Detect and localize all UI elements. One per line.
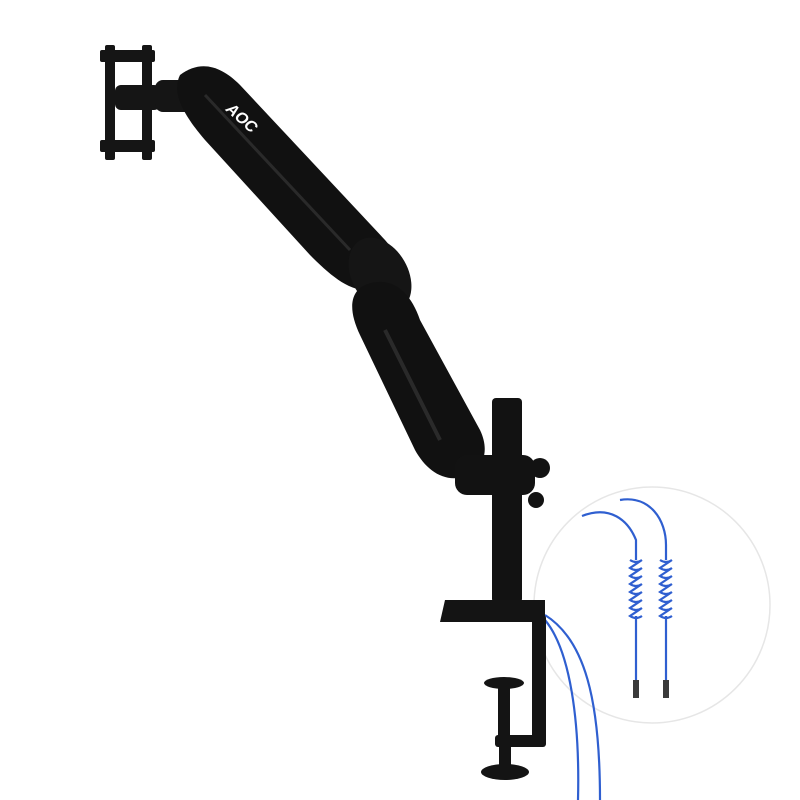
usb-cable-inset — [533, 486, 771, 724]
mounting-pole-icon — [455, 398, 550, 603]
inset-circle — [533, 486, 771, 724]
cables-down-icon — [544, 614, 602, 800]
vesa-mount-icon — [100, 45, 195, 160]
usb-plug-left-icon — [633, 680, 639, 698]
usb-plug-right-icon — [663, 680, 669, 698]
desk-clamp-icon — [440, 600, 546, 780]
lower-arm-icon — [352, 281, 485, 479]
upper-arm-icon — [177, 66, 398, 291]
coiled-usb-cables-icon — [581, 498, 673, 680]
